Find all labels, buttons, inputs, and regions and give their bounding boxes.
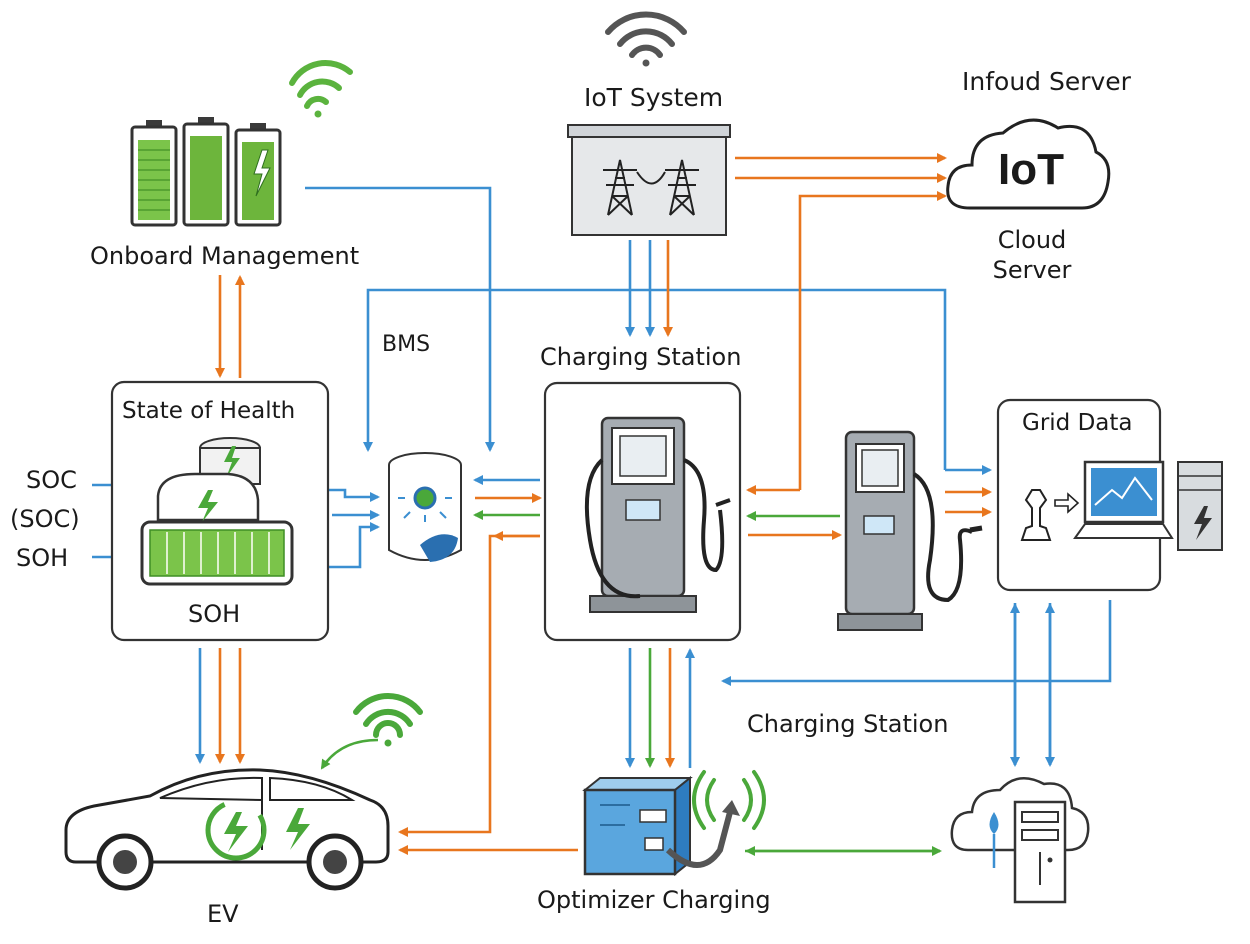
charger-icon: [584, 416, 731, 613]
label-cloud-server-line1: Cloud: [997, 226, 1067, 254]
laptop-icon: [1073, 460, 1174, 539]
label-charging-station-top: Charging Station: [540, 343, 742, 371]
label-ev: EV: [207, 900, 239, 928]
arrow-station-to-ev: [398, 534, 540, 837]
label-soh-bottom: SOH: [188, 600, 241, 628]
lightning-icon: [253, 149, 271, 197]
wifi-icon: [289, 60, 353, 118]
label-onboard-management: Onboard Management: [90, 242, 360, 270]
cloud-icon: [946, 118, 1111, 210]
battery-icon: [182, 117, 230, 227]
label-soc: SOC: [26, 466, 77, 494]
arrow-battery-to-bms: [305, 186, 495, 452]
label-iot-system: IoT System: [584, 83, 724, 112]
bms-icon: [388, 452, 462, 562]
iot-system-panel: [567, 124, 731, 236]
optimizer-box-icon: [582, 775, 740, 877]
label-soh-left: SOH: [16, 544, 69, 572]
wifi-icon: [353, 693, 423, 747]
arrow-right-icon: [1054, 492, 1080, 514]
label-soc-paren: (SOC): [10, 505, 80, 533]
chess-piece-icon: [1020, 489, 1052, 541]
label-cloud-server-line2: Server: [992, 256, 1072, 284]
wifi-icon: [692, 770, 766, 830]
charger-icon: [837, 430, 983, 631]
arrow-charger-to-cloud: [798, 191, 947, 490]
server-icon: [1177, 461, 1223, 551]
lightning-icon: [286, 808, 310, 850]
battery-icon: [234, 123, 282, 227]
lightning-icon: [224, 812, 248, 852]
label-optimizer-charging: Optimizer Charging: [537, 886, 771, 914]
label-bms: BMS: [382, 332, 431, 357]
car-icon: [64, 768, 390, 891]
cloud-server-icon: [950, 777, 1090, 904]
label-iot-cloud: IoT: [998, 145, 1064, 194]
lightning-icon: [198, 490, 218, 522]
lightning-icon: [1194, 506, 1212, 540]
state-of-health-box: [110, 380, 330, 642]
wifi-icon: [605, 11, 687, 67]
lightning-icon: [224, 446, 240, 478]
arrow-wifi-to-ev: [320, 738, 379, 770]
power-tower-icon: [603, 159, 699, 216]
arrow-grid-to-station: [721, 600, 1112, 686]
label-infoud-server: Infoud Server: [962, 67, 1131, 96]
label-charging-station-mid: Charging Station: [747, 710, 949, 738]
label-grid-data: Grid Data: [1022, 410, 1133, 436]
label-state-of-health: State of Health: [122, 398, 296, 424]
battery-icon: [130, 120, 178, 227]
flow-arrows: [92, 153, 1112, 856]
arrow-grid-loop-to-bms: [363, 288, 947, 470]
